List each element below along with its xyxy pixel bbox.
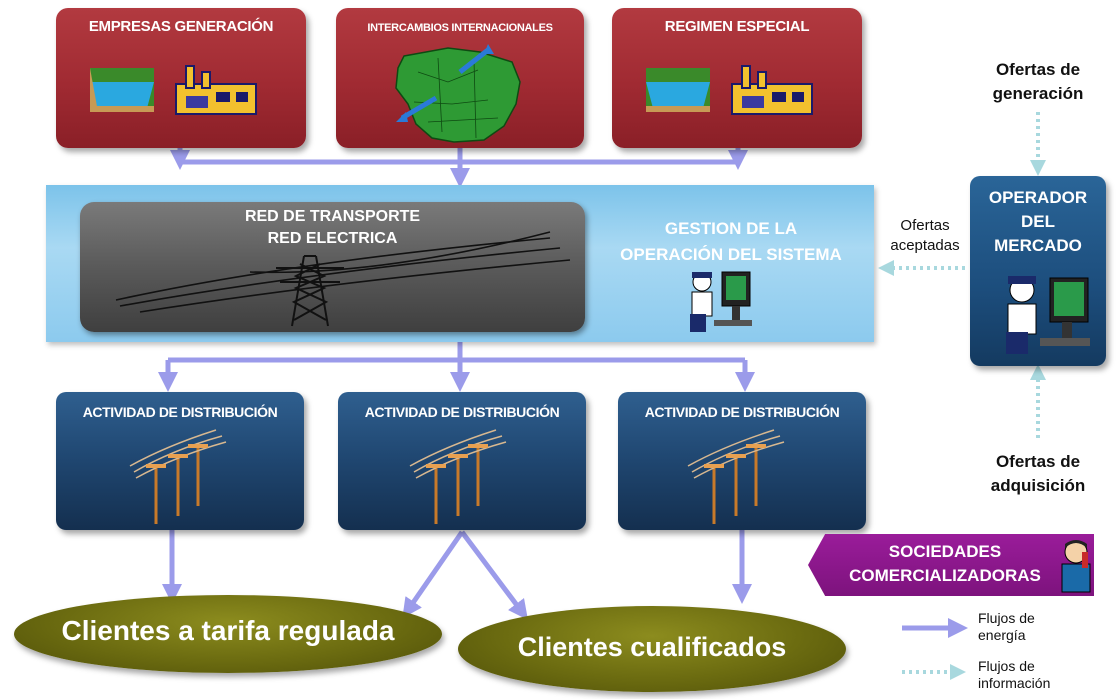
regimen-especial-box: REGIMEN ESPECIAL [612,8,862,148]
empresas-generacion-label: EMPRESAS GENERACIÓN [88,18,274,35]
empresas-generacion-box: EMPRESAS GENERACIÓN [56,8,306,148]
distribucion-label-3: ACTIVIDAD DE DISTRIBUCIÓN [644,404,840,420]
distribution-split-arrows [158,342,755,392]
clientes-cualificados-label: Clientes cualificados [517,632,787,662]
legend-energia-line2: energía [978,627,1026,643]
market-operator-computer-icon [1006,276,1090,354]
ofertas-generacion-line2: generación [992,84,1084,103]
distribution-pole-icon [409,429,507,524]
clientes-cualificados-ellipse: Clientes cualificados [458,606,846,692]
operador-mercado-box: OPERADOR DEL MERCADO [970,176,1106,366]
legend-informacion-line1: Flujos de [978,658,1035,674]
sociedades-line2: COMERCIALIZADORAS [849,566,1041,585]
hydro-dam-icon [90,68,154,112]
hydro-dam-icon [646,68,710,112]
red-transporte-line1: RED DE TRANSPORTE [244,208,421,225]
distribution-pole-icon [129,429,227,524]
spain-map-icon [395,44,521,143]
distribution-pole-icon [687,429,785,524]
distribucion-label-1: ACTIVIDAD DE DISTRIBUCIÓN [82,404,278,420]
information-arrows [878,112,1046,438]
clientes-tarifa-regulada-label: Clientes a tarifa regulada [61,615,395,646]
distribucion-label-2: ACTIVIDAD DE DISTRIBUCIÓN [364,404,560,420]
distribucion-box-3: ACTIVIDAD DE DISTRIBUCIÓN [618,392,866,530]
sociedades-line1: SOCIEDADES [888,542,1002,561]
client-arrows [162,530,752,620]
exchange-arrow-icon [396,44,494,122]
operador-line1: OPERADOR [988,188,1088,207]
power-plant-icons [90,65,257,115]
operador-line2: DEL [1021,212,1055,231]
intercambios-label: INTERCAMBIOS INTERNACIONALES [367,22,553,34]
red-transporte-line2: RED ELECTRICA [267,230,398,247]
transmission-tower-icon [115,231,571,327]
legend-energia-line1: Flujos de [978,610,1035,626]
ofertas-generacion-line1: Ofertas de [995,60,1081,79]
gestion-line1: GESTION DE LA [664,219,798,238]
ofertas-aceptadas-line2: aceptadas [890,237,960,254]
distribucion-box-1: ACTIVIDAD DE DISTRIBUCIÓN [56,392,304,530]
regimen-especial-label: REGIMEN ESPECIAL [664,18,810,35]
phone-person-icon [1061,540,1091,593]
sociedades-comercializadoras-badge [808,534,1094,596]
operador-line3: MERCADO [994,236,1082,255]
factory-icon [175,65,257,115]
gestion-line2: OPERACIÓN DEL SISTEMA [620,245,842,264]
operator-at-computer-icon [690,271,752,332]
red-transporte-box: RED DE TRANSPORTE RED ELECTRICA [80,202,585,332]
special-regime-icons [646,65,813,115]
ofertas-aceptadas-line1: Ofertas [900,217,950,234]
distribucion-box-2: ACTIVIDAD DE DISTRIBUCIÓN [338,392,586,530]
generation-merge-arrows [170,146,748,188]
legend-informacion-line2: información [978,675,1051,691]
ofertas-adquisicion-line2: adquisición [990,476,1086,495]
factory-icon [731,65,813,115]
clientes-tarifa-regulada-ellipse: Clientes a tarifa regulada [14,595,442,673]
intercambios-box: INTERCAMBIOS INTERNACIONALES [336,8,584,148]
ofertas-adquisicion-line1: Ofertas de [995,452,1081,471]
